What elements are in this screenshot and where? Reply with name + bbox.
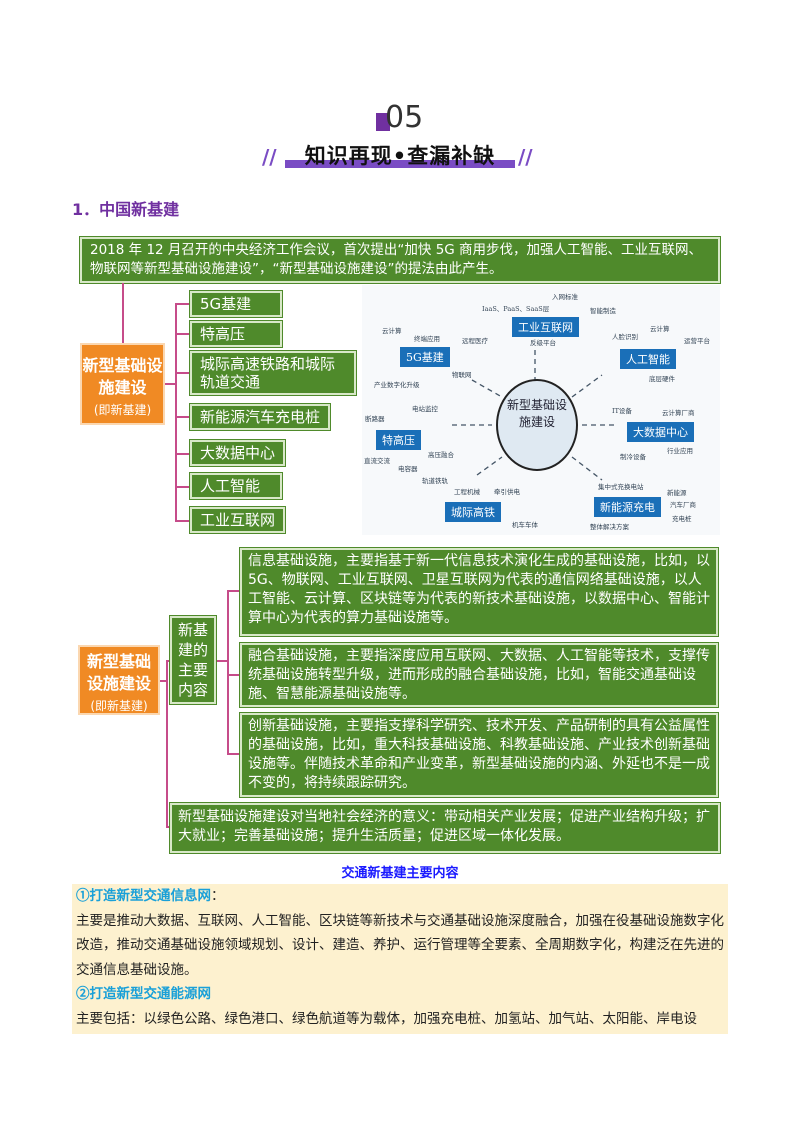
transport-heading-2: ②打造新型交通能源网 xyxy=(76,986,211,1002)
diagram-tag: 牵引供电 xyxy=(494,488,520,496)
connector-line xyxy=(166,660,168,828)
diagram-node: 新能源充电 xyxy=(594,497,661,517)
section-number: 05 xyxy=(385,100,424,135)
diagram-tag: 新能源 xyxy=(667,489,687,497)
diagram-tag: 人脸识别 xyxy=(612,333,638,341)
diagram-tag: 制冷设备 xyxy=(620,453,646,461)
transport-paragraph-2: 主要包括：以绿色公路、绿色港口、绿色航道等为载体，加强充电桩、加氢站、加气站、太… xyxy=(76,1010,697,1027)
map1-item: 工业互联网 xyxy=(190,507,286,533)
diagram-tag: 云计算 xyxy=(650,325,670,333)
diagram-tag: 反级平台 xyxy=(530,339,556,347)
connector-line xyxy=(175,303,190,305)
transport-content: ①打造新型交通信息网： 主要是推动大数据、互联网、人工智能、区块链等新技术与交通… xyxy=(72,884,728,1034)
connector-line xyxy=(227,753,240,755)
banner-underline xyxy=(285,160,515,168)
diagram-tag: 直流交流 xyxy=(364,457,390,465)
diagram-tag: 入网标准 xyxy=(552,293,578,301)
connector-line xyxy=(227,590,240,592)
diagram-node: 5G基建 xyxy=(400,347,450,367)
transport-heading-1: ①打造新型交通信息网： xyxy=(76,884,724,909)
diagram-tag: 运营平台 xyxy=(684,337,710,345)
connector-line xyxy=(175,486,190,488)
connector-line xyxy=(175,453,190,455)
number-accent xyxy=(376,113,390,131)
diagram-tag: 云计算 xyxy=(382,327,402,335)
diagram-node: 大数据中心 xyxy=(627,422,694,442)
connector-line xyxy=(175,333,190,335)
connector-line xyxy=(175,416,190,418)
diagram-node: 城际高铁 xyxy=(445,502,501,522)
map2-item-fusion: 融合基础设施，主要指深度应用互联网、大数据、人工智能等技术，支撑传统基础设施转型… xyxy=(240,643,718,707)
diagram-tag: 智能制造 xyxy=(590,307,616,315)
diagram-tag: 高压融合 xyxy=(428,451,454,459)
section-heading: 1．中国新基建 xyxy=(72,200,180,219)
transport-paragraph-1: 主要是推动大数据、互联网、人工智能、区块链等新技术与交通基础设施深度融合，加强在… xyxy=(76,912,724,978)
connector-line xyxy=(175,372,190,374)
map2-middle: 新基建的主要内容 xyxy=(170,616,216,704)
diagram-tag: 机车车体 xyxy=(512,521,538,529)
map1-root-sub: (即新基建) xyxy=(93,403,152,417)
map2-root-label: 新型基础设施建设 xyxy=(86,652,151,693)
diagram-tag: 电站监控 xyxy=(412,405,438,413)
diagram-tag: 底层硬件 xyxy=(649,375,675,383)
map1-item: 大数据中心 xyxy=(190,440,286,466)
slash-decoration: // xyxy=(262,145,277,169)
connector-line xyxy=(227,590,229,755)
connector-line xyxy=(227,674,240,676)
map1-item: 5G基建 xyxy=(190,291,282,317)
map2-root: 新型基础设施建设 (即新基建) xyxy=(78,645,160,715)
infrastructure-diagram: 新型基础设施建设 工业互联网 5G基建 人工智能 特高压 大数据中心 城际高铁 … xyxy=(362,285,720,535)
map2-item-innovation: 创新基础设施，主要指支撑科学研究、技术开发、产品研制的具有公益属性的基础设施，比… xyxy=(240,713,718,797)
diagram-center: 新型基础设施建设 xyxy=(507,398,568,429)
transport-title: 交通新基建主要内容 xyxy=(341,866,459,881)
heading-text: ①打造新型交通信息网 xyxy=(76,888,211,904)
diagram-tag: IT设备 xyxy=(612,407,632,415)
diagram-node: 人工智能 xyxy=(620,349,676,369)
connector-line xyxy=(175,520,190,522)
connector-line xyxy=(122,283,124,343)
connector-line xyxy=(166,660,170,662)
connector-line xyxy=(166,826,170,828)
heading-colon: ： xyxy=(211,888,225,904)
diagram-tag: 行业应用 xyxy=(667,447,693,455)
intro-box: 2018 年 12 月召开的中央经济工作会议，首次提出“加快 5G 商用步伐，加… xyxy=(80,237,720,283)
connector-line xyxy=(165,383,175,385)
map2-item-info: 信息基础设施，主要指基于新一代信息技术演化生成的基础设施，比如，以5G、物联网、… xyxy=(240,548,718,636)
diagram-tag: 断路器 xyxy=(365,415,385,423)
diagram-tag: 汽车厂商 xyxy=(670,501,696,509)
map1-item: 特高压 xyxy=(190,321,282,347)
diagram-tag: 远程医疗 xyxy=(462,337,488,345)
diagram-tag: 集中式充换电站 xyxy=(598,483,644,491)
map1-item: 城际高速铁路和城际轨道交通 xyxy=(190,351,356,395)
diagram-connectors xyxy=(452,350,617,481)
significance-box: 新型基础设施建设对当地社会经济的意义：带动相关产业发展；促进产业结构升级；扩大就… xyxy=(170,803,720,853)
map1-item: 新能源汽车充电桩 xyxy=(190,404,331,430)
connector-line xyxy=(215,660,227,662)
diagram-tag: 云计算厂商 xyxy=(662,409,695,417)
diagram-tag: 轨道铁轨 xyxy=(422,477,448,485)
diagram-tag: 充电桩 xyxy=(672,515,692,523)
diagram-tag: IaaS、PaaS、SaaS层 xyxy=(482,305,550,313)
connector-line xyxy=(175,303,177,521)
map1-root: 新型基础设施建设 (即新基建) xyxy=(80,343,165,425)
slash-decoration: // xyxy=(518,145,533,169)
connector-line xyxy=(160,680,168,682)
diagram-tag: 工程机械 xyxy=(454,488,480,496)
map1-root-label: 新型基础设施建设 xyxy=(82,356,163,397)
banner-title: 知识再现•查漏补缺 xyxy=(304,144,496,168)
diagram-node: 特高压 xyxy=(376,430,421,450)
diagram-tag: 产业数字化升级 xyxy=(374,381,420,389)
diagram-tag: 终端应用 xyxy=(414,335,440,343)
map2-root-sub: (即新基建) xyxy=(90,699,148,713)
diagram-node: 工业互联网 xyxy=(512,317,579,337)
diagram-tag: 物联网 xyxy=(452,371,472,379)
map1-item: 人工智能 xyxy=(190,473,282,499)
diagram-tag: 整体解决方案 xyxy=(590,523,629,531)
diagram-tag: 电容器 xyxy=(398,465,418,473)
